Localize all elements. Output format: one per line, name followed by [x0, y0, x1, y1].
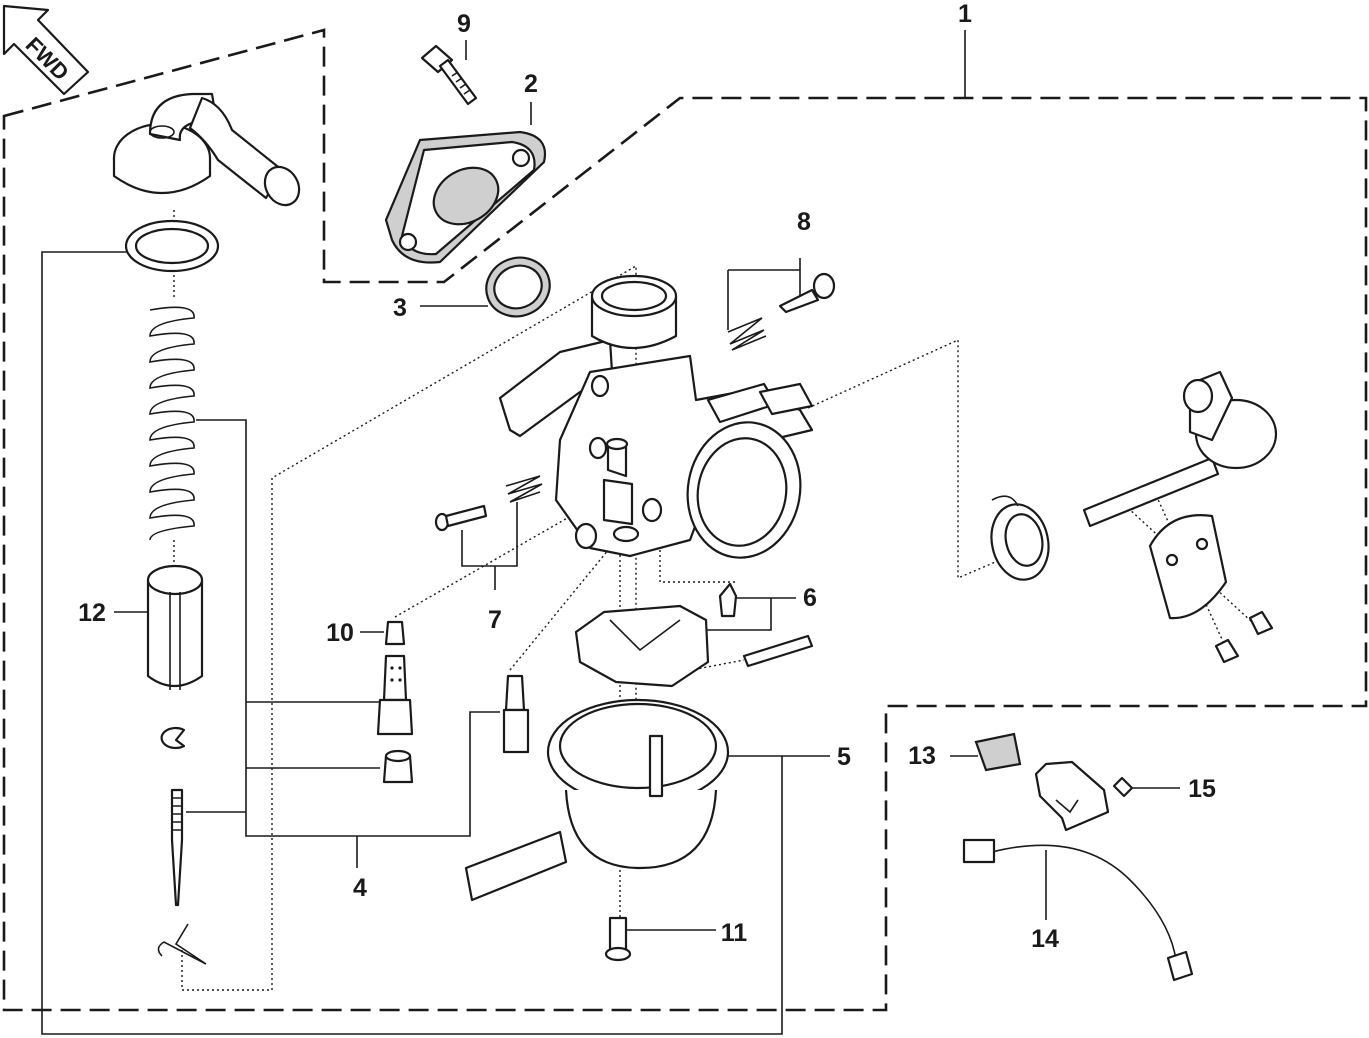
intake-insulator — [384, 130, 547, 264]
callout-13: 13 — [908, 742, 936, 770]
choke-plate-screw-a — [1248, 610, 1274, 636]
choke-plate — [1148, 514, 1228, 620]
throttle-stop-screw — [434, 504, 488, 532]
carburetor-body — [498, 274, 814, 559]
intake-o-ring — [485, 256, 551, 318]
callout-4: 4 — [353, 874, 367, 902]
callout-5: 5 — [837, 743, 851, 771]
choke-shaft-lever — [1082, 370, 1278, 528]
assembly-boundary — [2, 28, 1368, 1012]
float-needle-valve — [718, 582, 738, 618]
callout-8: 8 — [797, 208, 811, 236]
callout-7: 7 — [488, 606, 502, 634]
bracket-screw — [1112, 776, 1134, 798]
throttle-cap-with-cable-elbow — [112, 92, 301, 207]
callout-9: 9 — [457, 10, 471, 38]
callout-10: 10 — [326, 619, 354, 647]
callouts: 1 2 3 4 5 6 7 8 9 10 11 12 13 14 15 — [78, 0, 1216, 953]
needle-e-clip — [160, 726, 186, 750]
needle-jet — [376, 654, 414, 736]
cap-o-ring — [124, 219, 220, 273]
pilot-screw-spring — [727, 317, 767, 351]
fwd-arrow: FWD — [2, 4, 90, 96]
main-jet — [384, 620, 406, 646]
callout-15: 15 — [1188, 775, 1216, 803]
float — [574, 604, 710, 688]
choke-plate-screw-b — [1214, 638, 1240, 664]
throttle-slide — [146, 564, 204, 690]
float-bowl — [464, 698, 730, 902]
callout-2: 2 — [524, 70, 538, 98]
callout-1: 1 — [958, 0, 972, 28]
callout-6: 6 — [803, 584, 817, 612]
choke-return-spring — [990, 495, 1050, 581]
jet-needle — [170, 788, 184, 907]
alignment-lines — [173, 210, 1253, 991]
pilot-screw — [778, 272, 836, 314]
heater-bracket — [1034, 760, 1110, 832]
throttle-stop-spring — [505, 475, 543, 503]
callout-12: 12 — [78, 599, 106, 627]
callout-14: 14 — [1031, 925, 1059, 953]
slow-jet — [502, 674, 530, 754]
needle-retainer-clip — [157, 923, 207, 965]
slide-return-spring — [149, 306, 195, 541]
float-pin — [742, 634, 814, 668]
callout-3: 3 — [393, 294, 407, 322]
insulator-bolt — [420, 44, 478, 106]
jet-holder — [382, 749, 414, 784]
heater-wire — [962, 838, 1194, 982]
callout-11: 11 — [721, 919, 748, 947]
float-bowl-screw — [604, 916, 632, 962]
wire-cap — [974, 732, 1022, 772]
group-brackets — [41, 30, 1180, 1035]
